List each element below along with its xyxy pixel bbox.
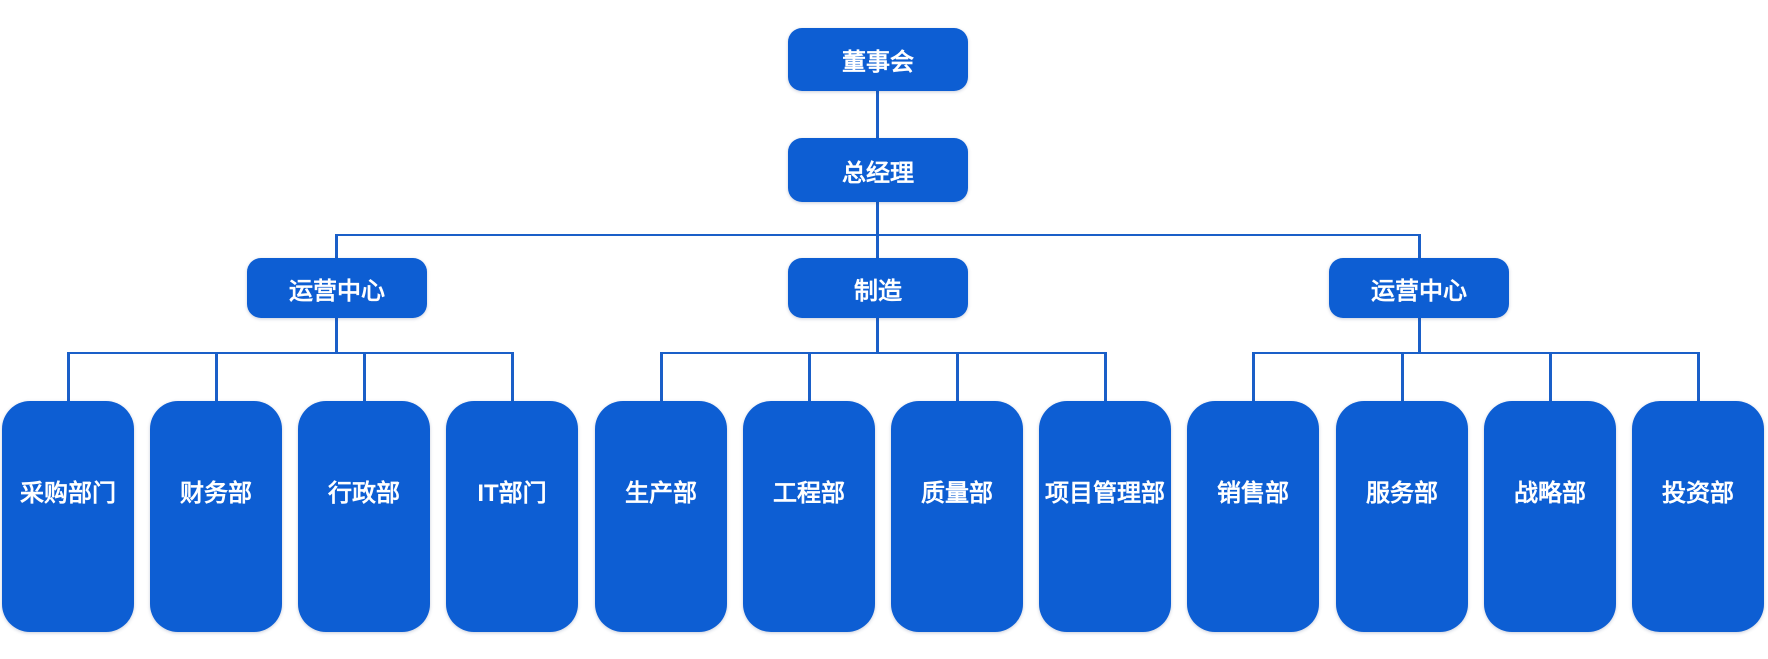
connector-stub-quality [956, 352, 959, 401]
org-node-service[interactable]: 服务部 [1336, 401, 1468, 632]
connector-group1-rail [68, 352, 512, 354]
connector-stub-admin [363, 352, 366, 401]
org-node-procurement[interactable]: 采购部门 [2, 401, 134, 632]
connector-stub-service [1401, 352, 1404, 401]
org-node-engineering[interactable]: 工程部 [743, 401, 875, 632]
org-node-operations-center-right[interactable]: 运营中心 [1329, 258, 1509, 318]
org-node-board[interactable]: 董事会 [788, 28, 968, 91]
connector-stub-finance [215, 352, 218, 401]
org-node-investment[interactable]: 投资部 [1632, 401, 1764, 632]
connector-drop-branch-left [335, 234, 338, 258]
connector-level3-rail [336, 234, 1420, 236]
connector-gm-trunk [876, 202, 879, 258]
connector-stub-engineering [808, 352, 811, 401]
org-node-sales[interactable]: 销售部 [1187, 401, 1319, 632]
org-node-it[interactable]: IT部门 [446, 401, 578, 632]
connector-stub-project-management [1104, 352, 1107, 401]
connector-stub-sales [1252, 352, 1255, 401]
org-node-strategy[interactable]: 战略部 [1484, 401, 1616, 632]
org-node-quality[interactable]: 质量部 [891, 401, 1023, 632]
connector-board-to-gm [876, 91, 879, 138]
connector-stub-procurement [67, 352, 70, 401]
org-node-general-manager[interactable]: 总经理 [788, 138, 968, 202]
org-node-manufacturing[interactable]: 制造 [788, 258, 968, 318]
org-node-project-management[interactable]: 项目管理部 [1039, 401, 1171, 632]
connector-stub-investment [1697, 352, 1700, 401]
connector-group2-rail [661, 352, 1105, 354]
connector-stub-production [660, 352, 663, 401]
connector-group3-rail [1253, 352, 1698, 354]
org-node-admin[interactable]: 行政部 [298, 401, 430, 632]
org-node-finance[interactable]: 财务部 [150, 401, 282, 632]
connector-branch-right-trunk [1418, 318, 1421, 353]
org-node-production[interactable]: 生产部 [595, 401, 727, 632]
connector-branch-mid-trunk [876, 318, 879, 353]
connector-stub-it [511, 352, 514, 401]
connector-stub-strategy [1549, 352, 1552, 401]
org-node-operations-center-left[interactable]: 运营中心 [247, 258, 427, 318]
connector-branch-left-trunk [335, 318, 338, 353]
connector-drop-branch-right [1418, 234, 1421, 258]
